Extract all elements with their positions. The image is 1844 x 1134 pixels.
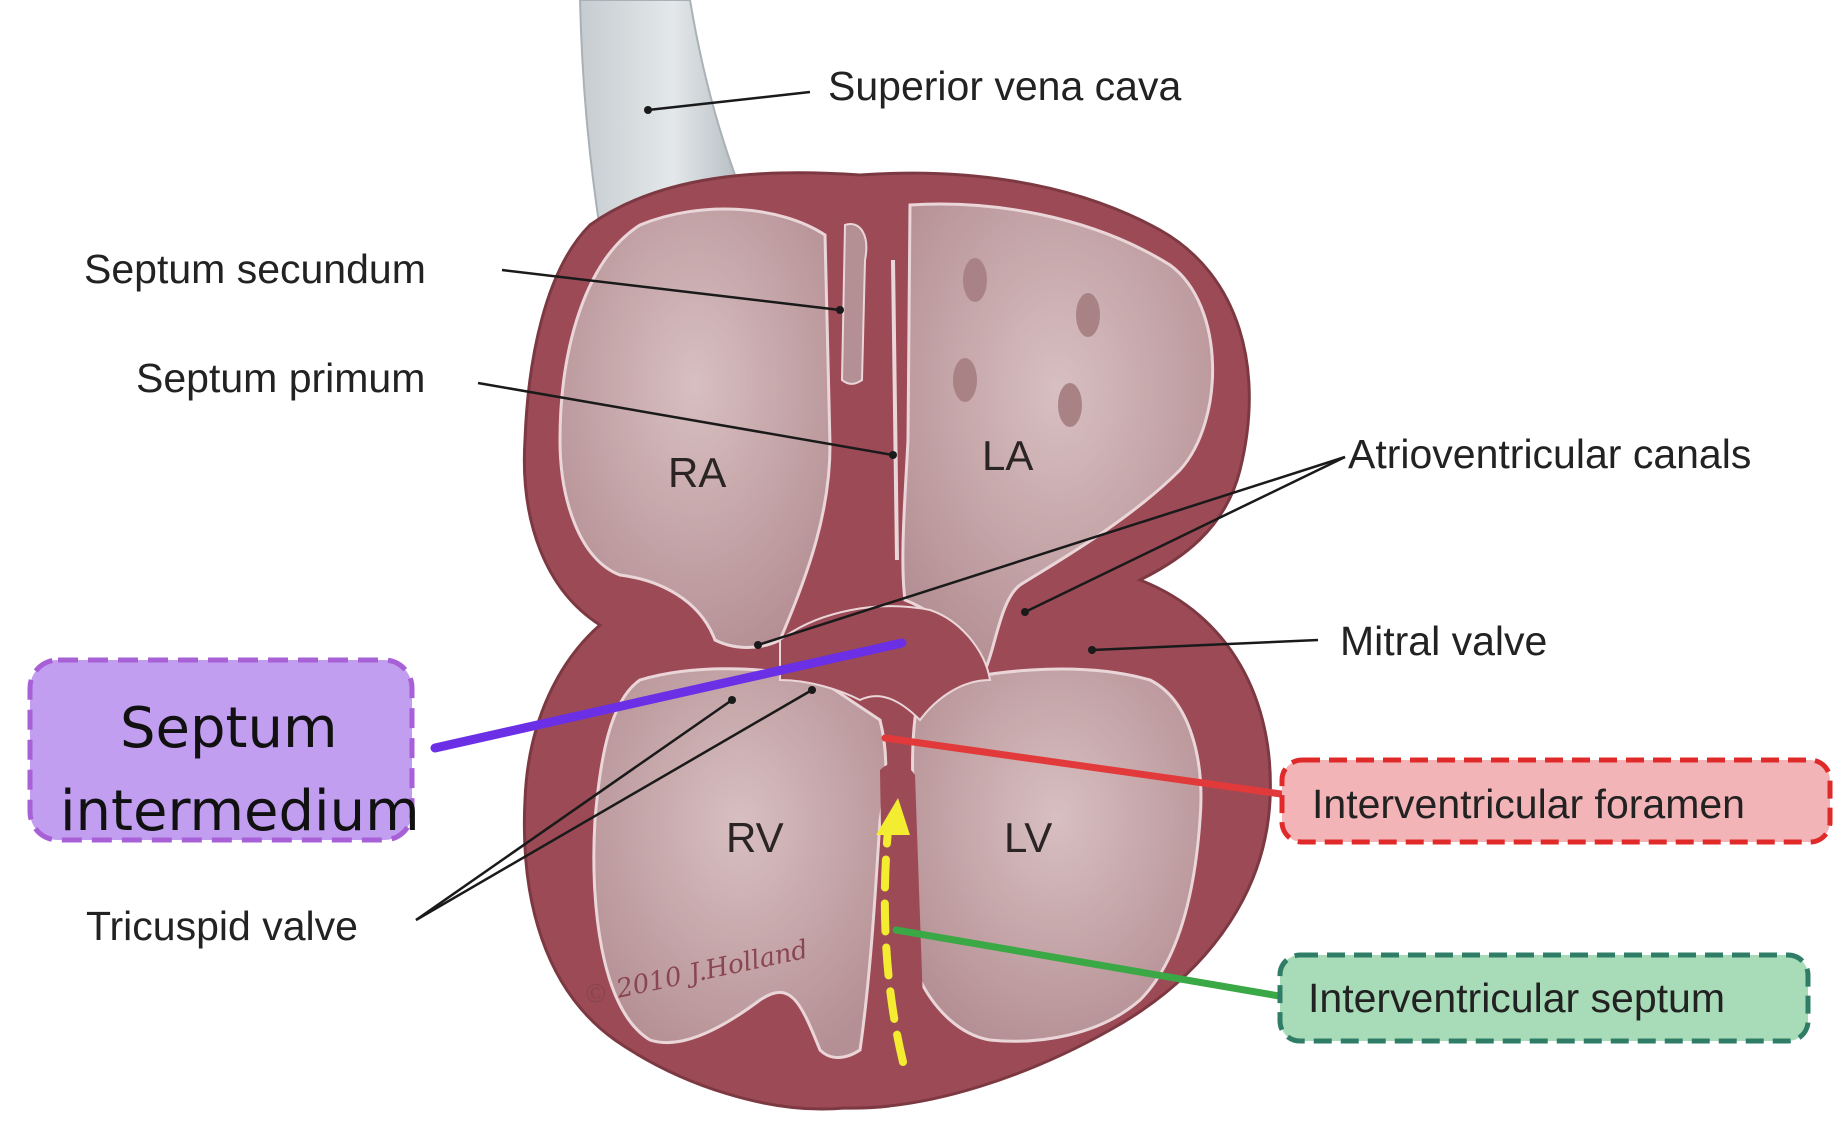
leader-septum-primum bbox=[477, 381, 894, 457]
leader-septum-secundum bbox=[501, 268, 841, 312]
label-superior-vena-cava: Superior vena cava bbox=[828, 63, 1181, 109]
callout-box-septum-intermedium bbox=[27, 657, 415, 843]
pulmonary-vein-opening bbox=[953, 358, 977, 402]
leader-tricuspid-valve-b bbox=[415, 688, 813, 922]
chamber-label-lv: LV bbox=[1004, 814, 1052, 861]
leader-dot bbox=[889, 451, 897, 459]
callout-text-septum-intermedium-2: intermedium bbox=[60, 779, 420, 844]
septum-primum-wall bbox=[891, 259, 899, 561]
pulmonary-vein-opening bbox=[963, 258, 987, 302]
left-atrium-chamber bbox=[901, 202, 1214, 674]
yellow-arrow-head bbox=[876, 798, 910, 835]
callout-text-interventricular-septum: Interventricular septum bbox=[1308, 975, 1725, 1021]
leader-dot bbox=[754, 641, 762, 649]
label-septum-primum: Septum primum bbox=[136, 355, 425, 401]
label-mitral-valve: Mitral valve bbox=[1340, 618, 1547, 664]
callout-line-interventricular-septum bbox=[892, 926, 1289, 1001]
yellow-growth-arrow bbox=[880, 826, 907, 1066]
callout-line-septum-intermedium bbox=[430, 638, 907, 753]
leader-av-canal-right bbox=[757, 455, 1346, 647]
leader-dot bbox=[728, 696, 736, 704]
callout-text-septum-intermedium-1: Septum bbox=[120, 696, 338, 761]
chamber-label-ra: RA bbox=[668, 449, 726, 496]
callout-box-interventricular-septum bbox=[1277, 952, 1811, 1044]
leader-dot bbox=[808, 686, 816, 694]
septum-secundum-flap bbox=[840, 223, 868, 385]
leader-dot bbox=[836, 306, 844, 314]
chamber-label-rv: RV bbox=[726, 814, 784, 861]
leader-superior-vena-cava bbox=[647, 90, 811, 112]
endocardial-cushion bbox=[779, 605, 992, 722]
leader-av-canal-left bbox=[1024, 455, 1346, 614]
leader-dot bbox=[1088, 646, 1096, 654]
callout-text-interventricular-foramen: Interventricular foramen bbox=[1312, 781, 1745, 827]
pulmonary-vein-opening bbox=[1058, 383, 1082, 427]
label-atrioventricular-canals: Atrioventricular canals bbox=[1348, 431, 1751, 477]
leader-dot bbox=[644, 106, 652, 114]
leader-tricuspid-valve-a bbox=[415, 698, 733, 922]
chamber-label-la: LA bbox=[982, 432, 1033, 479]
leader-dot bbox=[1021, 608, 1029, 616]
leader-mitral-valve bbox=[1091, 638, 1319, 652]
callout-box-interventricular-foramen bbox=[1279, 757, 1833, 845]
label-tricuspid-valve: Tricuspid valve bbox=[86, 903, 358, 949]
callout-line-interventricular-foramen bbox=[881, 734, 1292, 799]
pulmonary-vein-opening bbox=[1076, 293, 1100, 337]
label-septum-secundum: Septum secundum bbox=[84, 246, 426, 292]
right-atrium-chamber bbox=[558, 207, 832, 649]
